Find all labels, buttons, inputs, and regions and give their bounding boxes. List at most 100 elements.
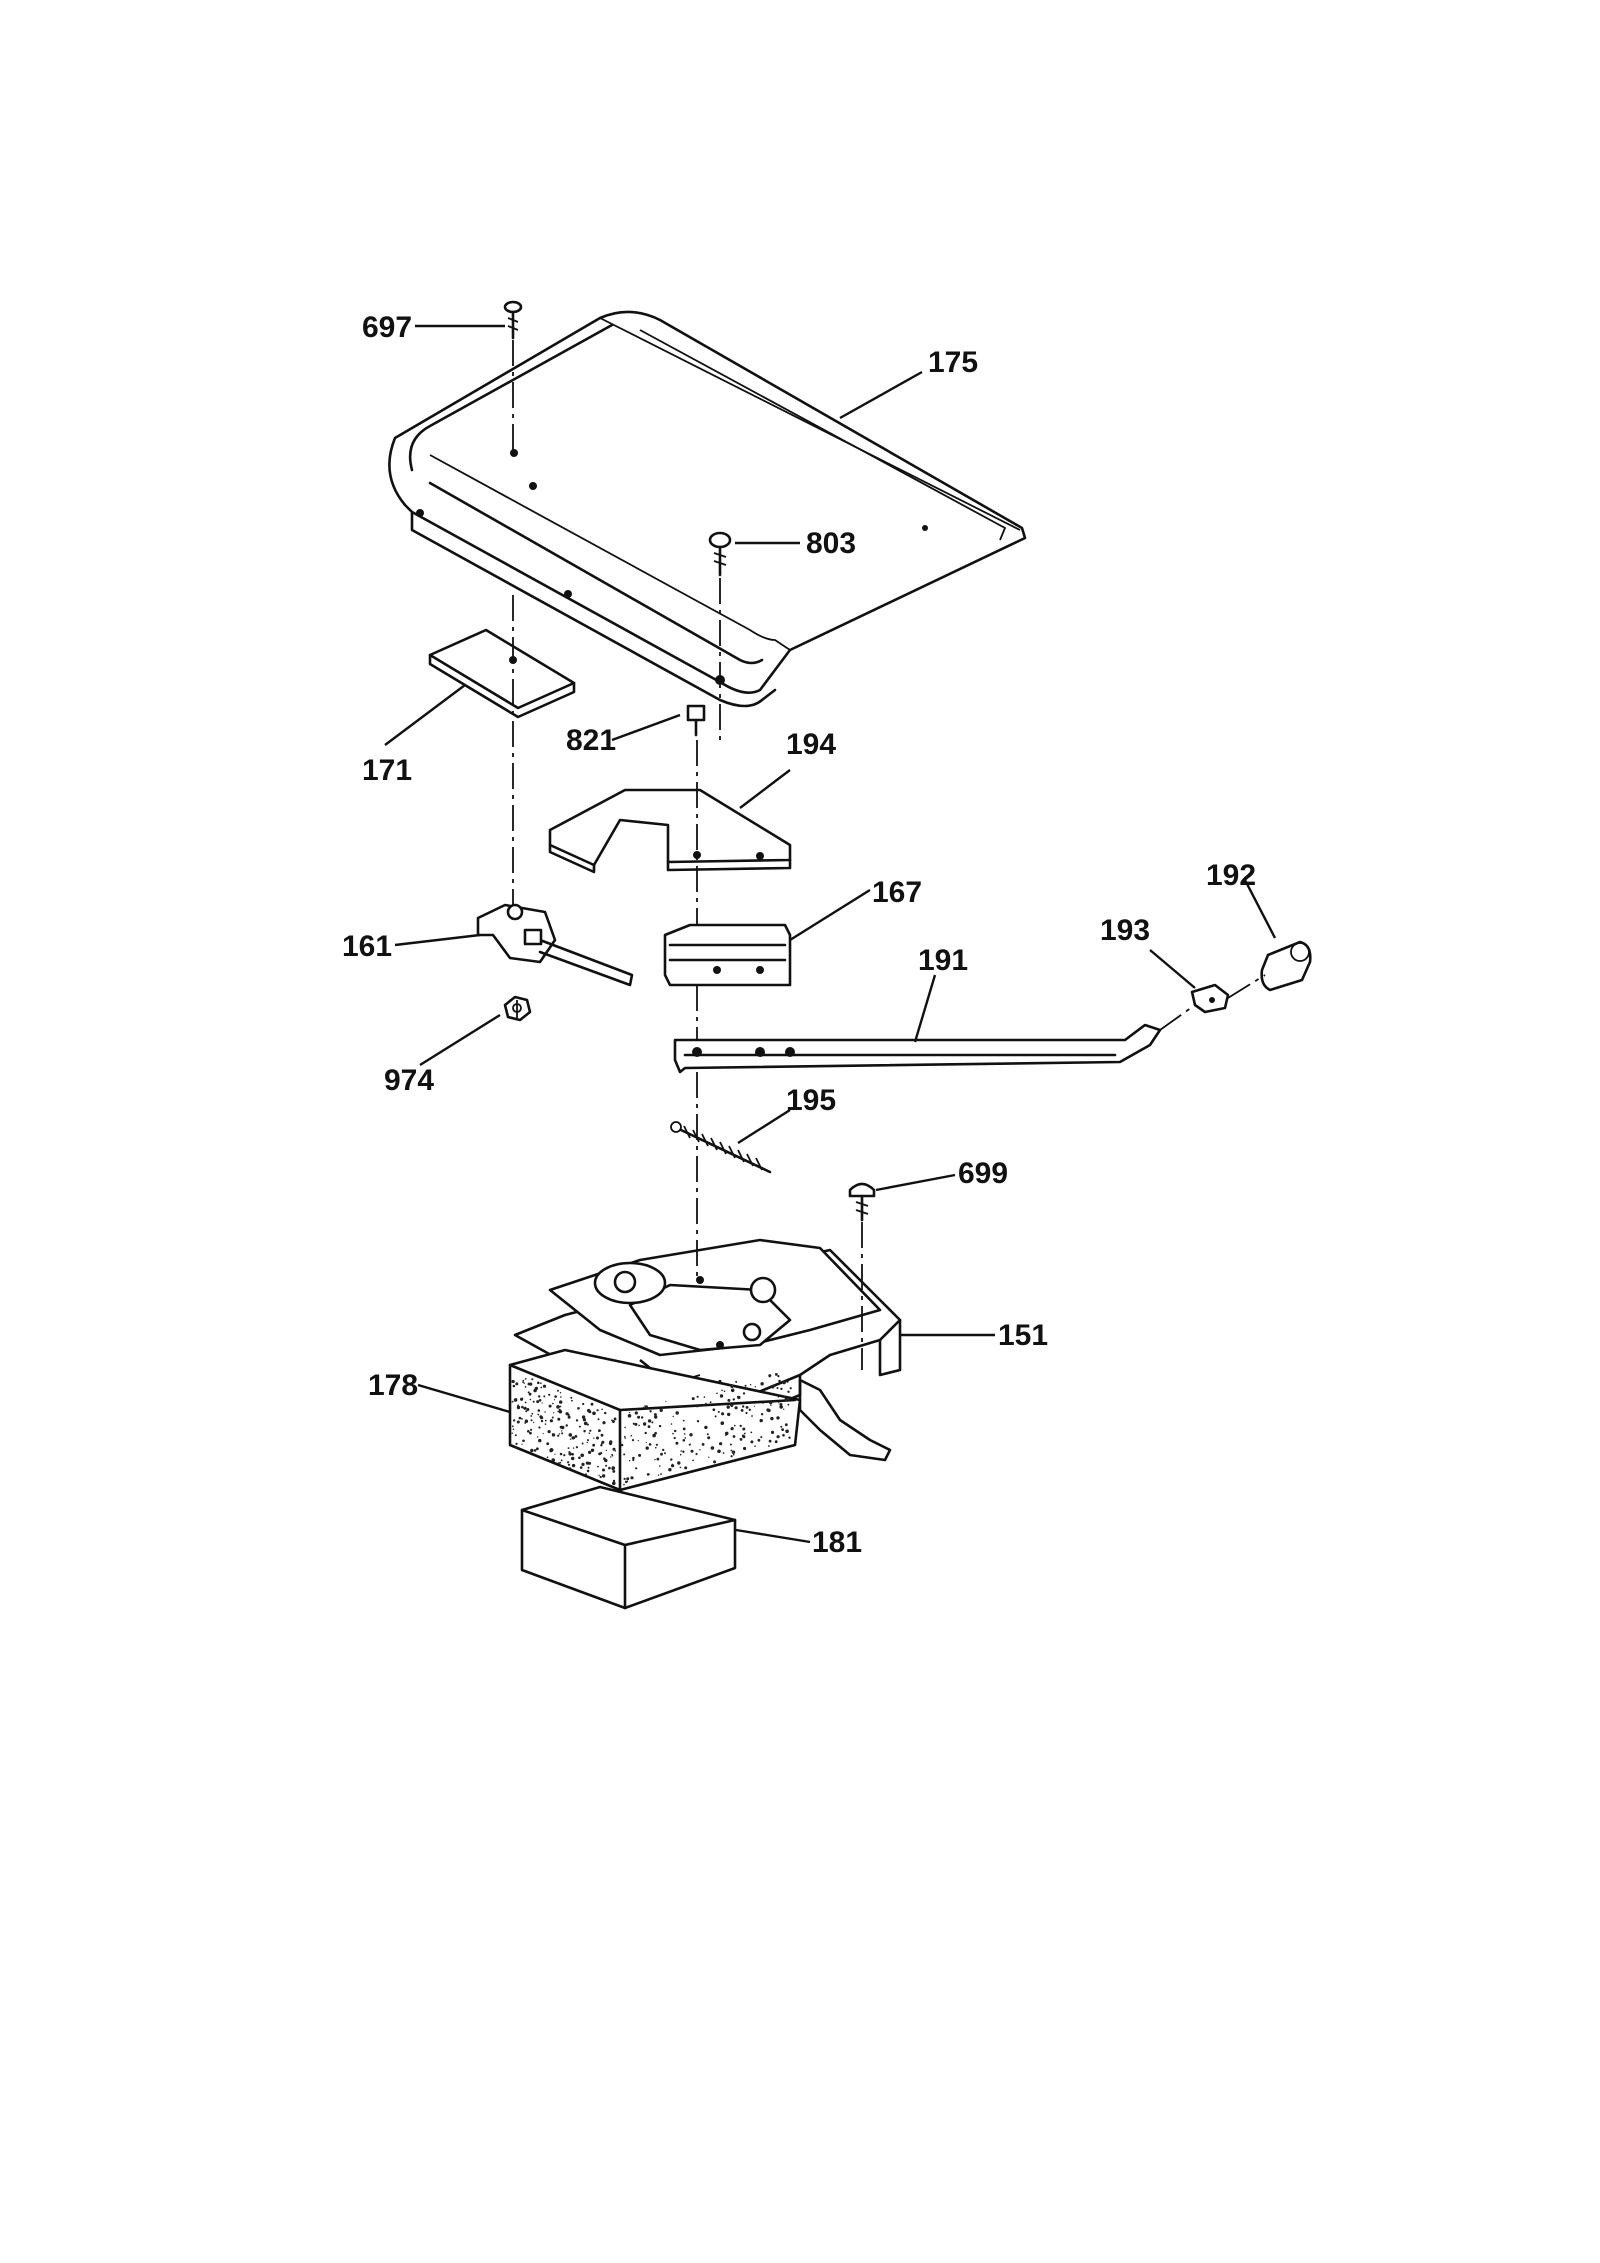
speckle-dot [623,1483,625,1486]
part-175-cover-panel [388,310,1027,708]
speckle-dot [547,1430,551,1434]
speckle-dot [780,1387,783,1391]
speckle-dot [531,1412,534,1415]
speckle-dot [548,1404,552,1408]
speckle-dot [701,1443,705,1446]
speckle-dot [742,1435,746,1439]
speckle-dot [732,1398,735,1401]
speckle-dot [541,1402,543,1404]
speckle-dot [774,1373,778,1376]
speckle-dot [665,1400,667,1402]
speckle-dot [757,1438,761,1442]
speckle-dot [705,1402,707,1405]
speckle-dot [561,1430,563,1432]
speckle-dot [514,1434,517,1437]
speckle-dot [592,1443,596,1447]
speckle-dot [703,1396,706,1398]
speckle-dot [708,1456,710,1459]
label-699: 699 [958,1157,1008,1190]
speckle-dot [523,1406,527,1410]
speckle-dot [600,1451,602,1453]
speckle-dot [552,1402,554,1405]
speckle-dot [753,1405,756,1407]
speckle-dot [532,1400,535,1403]
speckle-dot [590,1448,595,1453]
speckle-dot [750,1431,753,1434]
speckle-dot [745,1406,749,1409]
speckle-dot [781,1428,784,1431]
speckle-dot [682,1450,685,1453]
speckle-dot [642,1422,647,1426]
speckle-dot [671,1464,675,1468]
speckle-dot [512,1419,516,1422]
speckle-dot [524,1378,527,1380]
speckle-dot [587,1466,590,1469]
label-697: 697 [362,311,412,344]
speckle-dot [682,1427,686,1431]
speckle-dot [730,1384,734,1389]
speckle-dot [659,1408,663,1413]
speckle-dot [674,1429,677,1433]
speckle-dot [776,1435,780,1439]
speckle-dot [784,1397,788,1402]
speckle-dot [544,1419,547,1422]
leader-lines [384,324,1277,1544]
speckle-dot [634,1411,638,1415]
speckle-dot [721,1412,725,1416]
speckle-dot [521,1443,523,1445]
speckle-dot [563,1454,566,1457]
speckle-dot [533,1421,535,1424]
speckle-dot [614,1450,616,1452]
speckle-dot [531,1378,534,1381]
speckle-dot [579,1466,583,1469]
speckle-dot [722,1452,725,1454]
speckle-dot [527,1391,530,1394]
speckle-dot [739,1424,742,1428]
speckle-dot [762,1402,764,1404]
speckle-dot [515,1442,518,1445]
speckle-dot [670,1458,673,1461]
part-803-screw [708,531,732,577]
speckle-dot [559,1425,563,1429]
speckle-dot [592,1411,596,1416]
speckle-dot [679,1453,682,1456]
speckle-dot [521,1397,524,1400]
speckle-dot [760,1436,763,1439]
speckle-dot [628,1412,631,1414]
speckle-dot [572,1447,575,1449]
speckle-dot [613,1417,617,1421]
speckle-dot [709,1401,712,1404]
speckle-dot [522,1381,524,1383]
speckle-dot [538,1399,542,1402]
speckle-dot [719,1394,724,1398]
speckle-dot [605,1464,608,1467]
speckle-dot [689,1433,693,1437]
part-821-screw [686,704,706,737]
speckle-dot [739,1438,743,1441]
speckle-dot [730,1388,735,1393]
speckle-dot [730,1455,733,1458]
speckle-dot [768,1374,772,1378]
speckle-dot [524,1401,527,1404]
speckle-dot [538,1395,541,1398]
speckle-dot [557,1462,560,1465]
label-171: 171 [362,754,412,787]
speckle-dot [788,1436,791,1439]
part-167-block [663,923,792,987]
speckle-dot [560,1459,563,1462]
speckle-dot [787,1403,790,1406]
speckle-dot [654,1431,657,1435]
speckle-dot [559,1392,562,1394]
speckle-dot [735,1380,738,1383]
speckle-dot [567,1415,571,1419]
speckle-dot [536,1400,540,1404]
speckle-dot [540,1386,543,1389]
speckle-dot [554,1462,557,1464]
speckle-dot [745,1411,748,1415]
part-161-switch [476,903,634,987]
speckle-dot [754,1445,756,1447]
speckle-dot [654,1458,656,1461]
speckle-dot [546,1442,550,1446]
part-178-insulation [508,1348,802,1492]
speckle-dot [522,1379,525,1382]
